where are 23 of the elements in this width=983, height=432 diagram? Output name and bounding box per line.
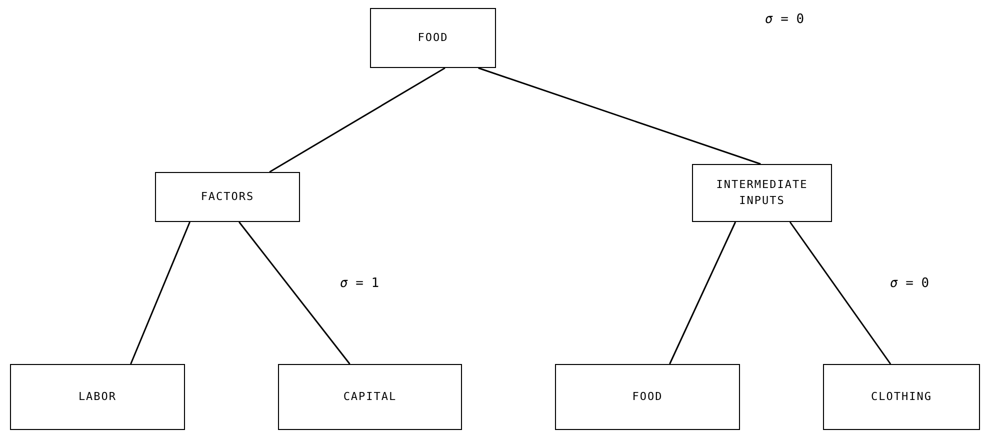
elasticity-label: σ = 0 — [890, 276, 930, 291]
node-label: FACTORS — [200, 188, 254, 205]
elasticity-label: σ = 0 — [765, 12, 804, 27]
category-box — [692, 164, 832, 222]
category-box — [823, 364, 980, 430]
node-label: FOOD — [632, 388, 663, 405]
category-box — [555, 364, 740, 430]
node-label: CLOTHING — [871, 388, 932, 405]
category-box — [370, 8, 496, 68]
category-box — [155, 172, 300, 222]
elasticity-label: σ = 1 — [340, 276, 380, 291]
connector-line — [478, 67, 761, 165]
node-label: LABOR — [78, 388, 117, 405]
node-label: CAPITAL — [343, 388, 397, 405]
node-label: FOOD — [418, 30, 448, 46]
connector-line — [789, 222, 892, 364]
connector-line — [238, 222, 350, 364]
connector-line — [130, 222, 190, 364]
connector-line — [669, 222, 736, 364]
category-box — [278, 364, 462, 430]
node-label: INTERMEDIATE INPUTS — [715, 176, 809, 209]
connector-line — [269, 67, 446, 173]
category-box — [10, 364, 185, 430]
